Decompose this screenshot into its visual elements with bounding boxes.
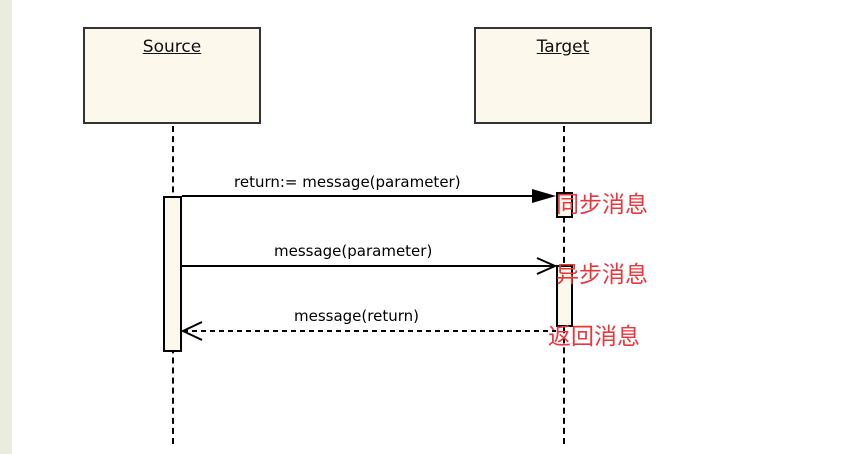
source-lifeline-head[interactable]: Source <box>83 27 261 124</box>
target-lifeline-head[interactable]: Target <box>474 27 652 124</box>
sync-annotation: 同步消息 <box>556 192 648 218</box>
sync-message-label: return:= message(parameter) <box>234 173 461 191</box>
async-annotation: 异步消息 <box>556 262 648 288</box>
target-activation-async[interactable] <box>556 265 573 327</box>
async-message-label: message(parameter) <box>274 242 433 260</box>
left-edge-strip <box>0 0 12 454</box>
source-activation-bar[interactable] <box>163 196 182 352</box>
target-lifeline-name: Target <box>536 37 590 57</box>
return-message-label: message(return) <box>294 307 419 325</box>
return-arrowhead <box>180 321 203 341</box>
sync-arrowhead <box>532 189 556 203</box>
source-lifeline-name: Source <box>142 37 202 57</box>
return-annotation: 返回消息 <box>548 324 640 350</box>
target-activation-sync[interactable] <box>556 192 573 218</box>
async-arrowhead <box>536 257 558 275</box>
